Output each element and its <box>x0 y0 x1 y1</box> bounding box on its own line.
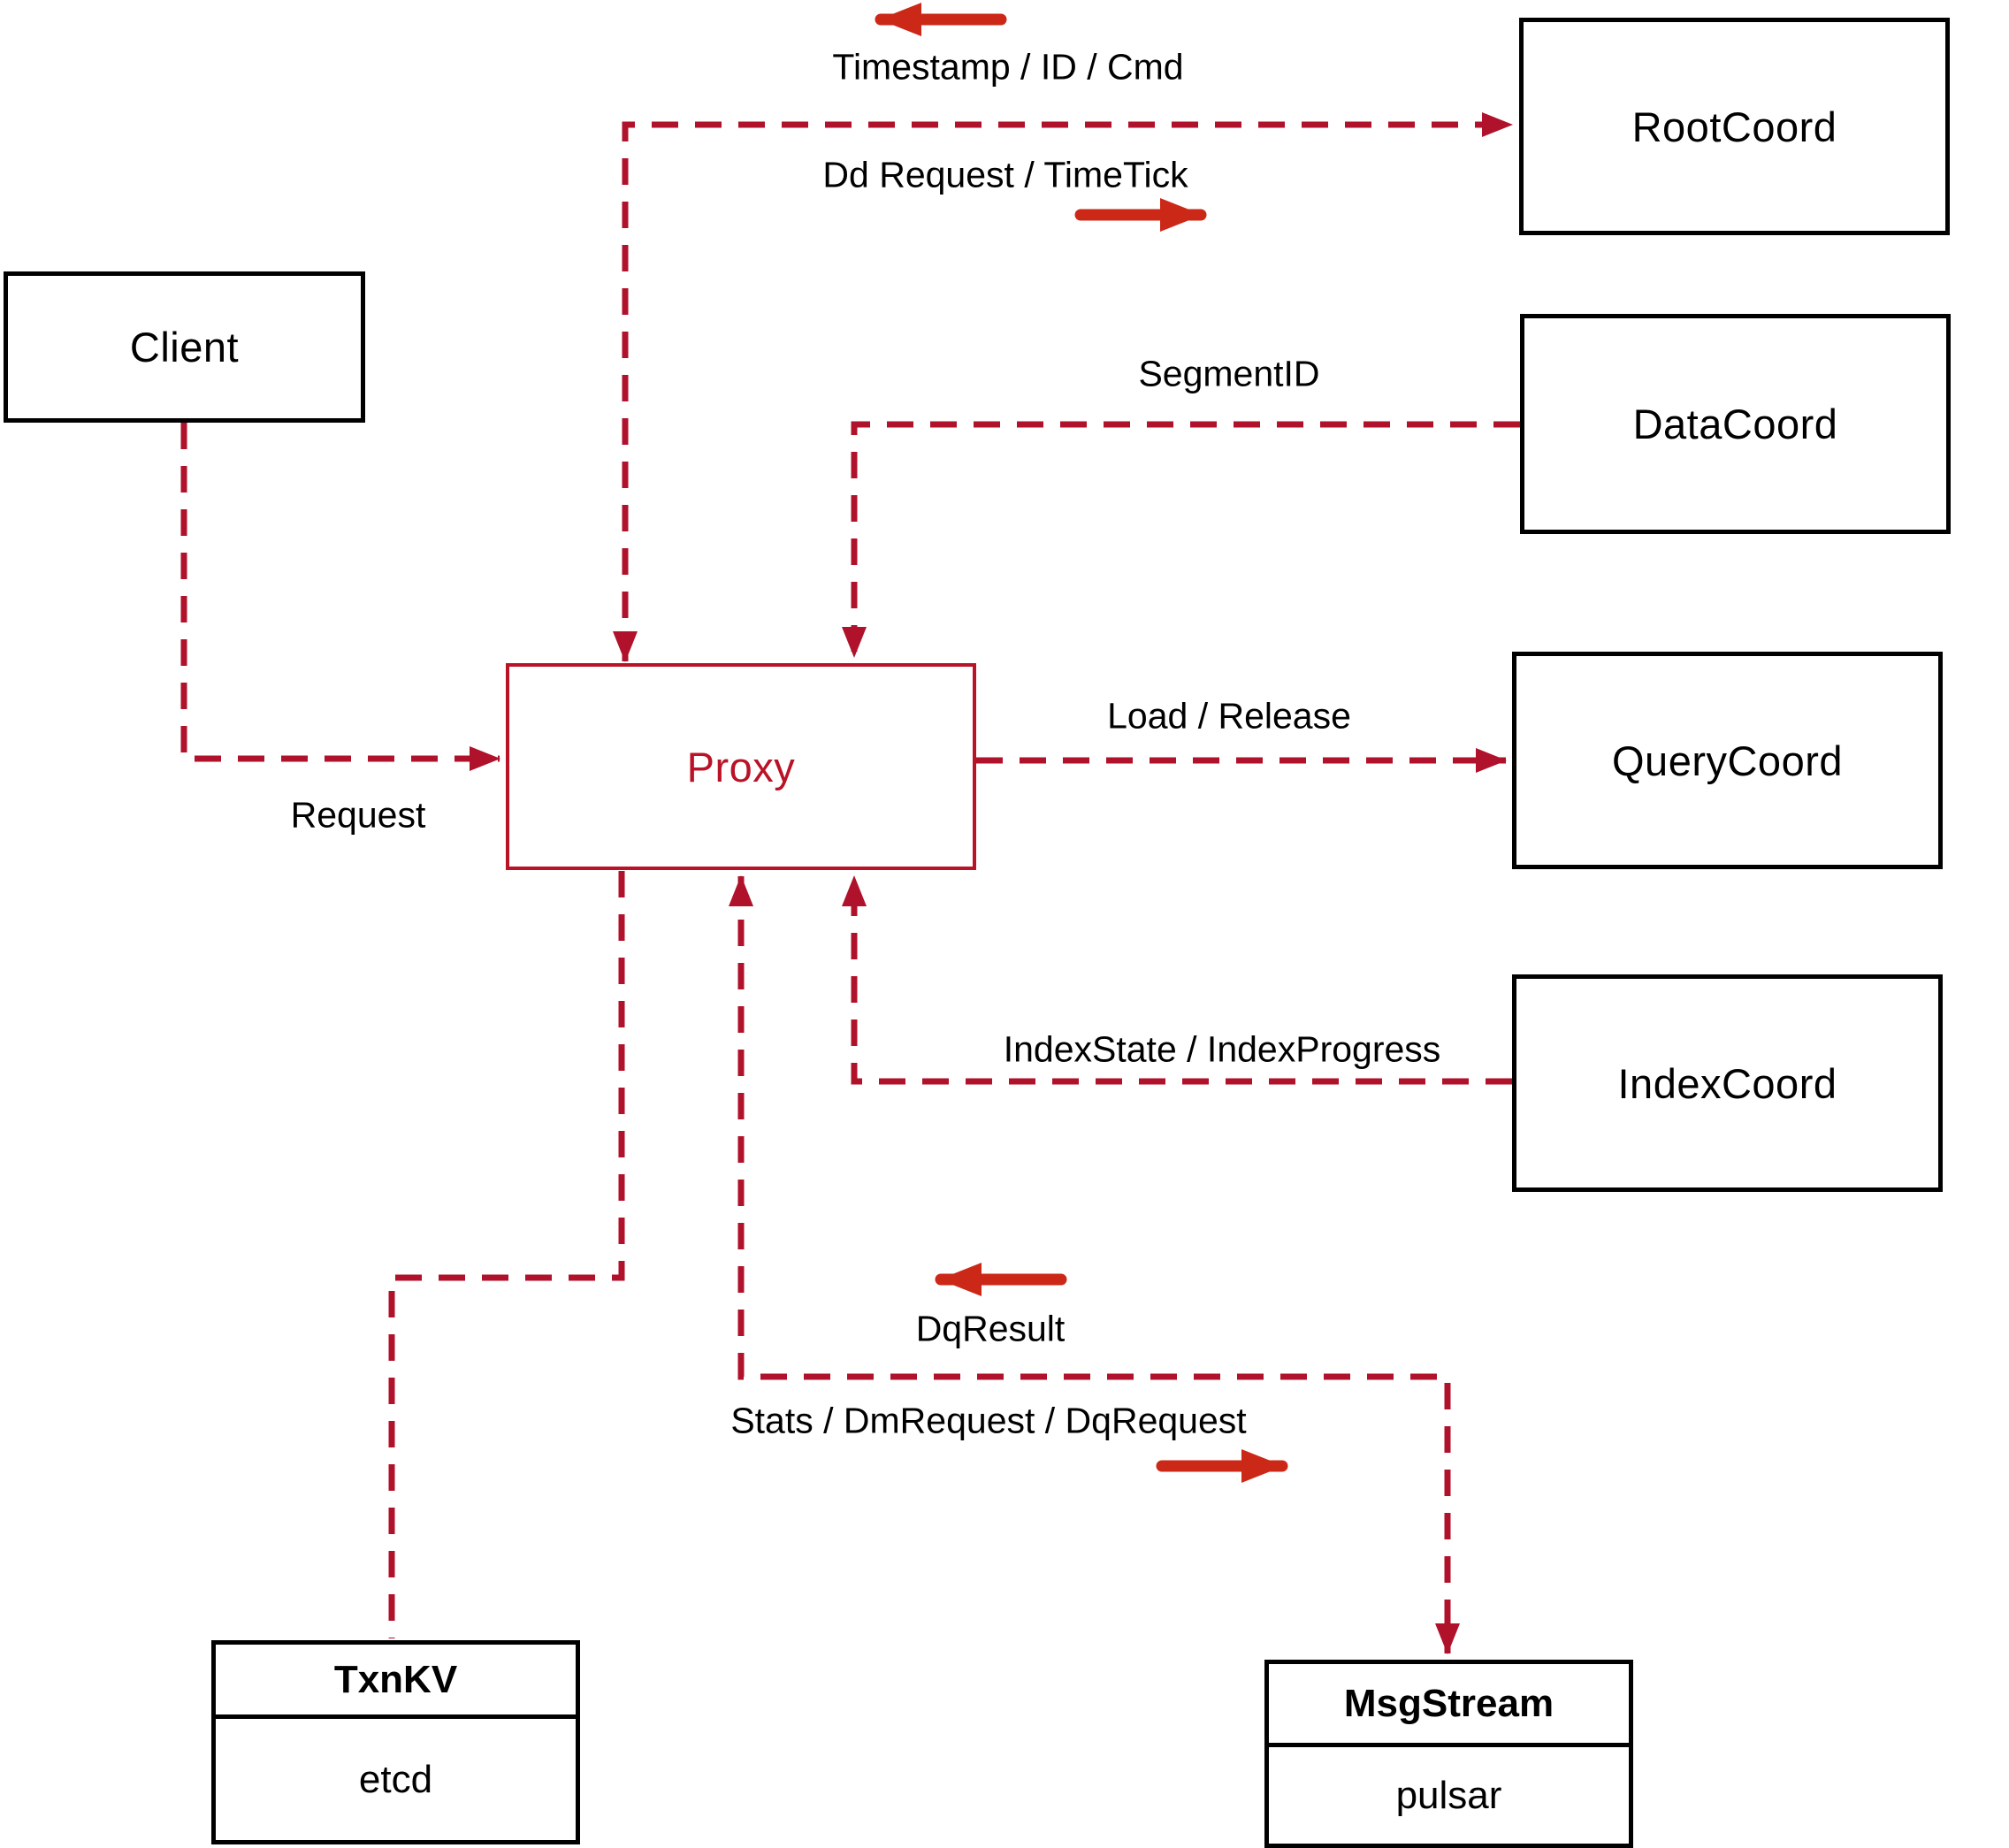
indexcoord-node: IndexCoord <box>1512 974 1943 1192</box>
querycoord-node: QueryCoord <box>1512 652 1943 869</box>
msgstream-node-value: pulsar <box>1395 1773 1502 1817</box>
indexcoord-node-label: IndexCoord <box>1617 1059 1837 1107</box>
edge-label-request: Request <box>290 794 426 836</box>
edge-label-timestamp-id-cmd: Timestamp / ID / Cmd <box>832 46 1184 88</box>
client-node-label: Client <box>129 324 240 370</box>
proxy-rootcoord-connector <box>613 112 1513 662</box>
rootcoord-node-label: RootCoord <box>1631 103 1837 150</box>
edge-label-load-release: Load / Release <box>1107 695 1351 737</box>
proxy-txnkv-connector <box>388 871 625 1638</box>
txnkv-node-title: TxnKV <box>216 1645 576 1719</box>
edge-label-segment-id: SegmentID <box>1138 353 1320 394</box>
txnkv-node: TxnKV etcd <box>211 1640 580 1844</box>
client-node: Client <box>4 271 365 423</box>
client-proxy-connector <box>180 423 500 771</box>
txnkv-node-value: etcd <box>358 1757 433 1801</box>
datacoord-proxy-connector <box>842 421 1520 658</box>
edge-label-dd-request-timetick: Dd Request / TimeTick <box>822 154 1188 195</box>
msgstream-node: MsgStream pulsar <box>1264 1660 1633 1848</box>
proxy-node-label: Proxy <box>686 743 796 790</box>
querycoord-node-label: QueryCoord <box>1612 737 1843 784</box>
datacoord-node: DataCoord <box>1520 314 1951 534</box>
rootcoord-node: RootCoord <box>1519 18 1950 235</box>
edge-label-dq-result: DqResult <box>915 1308 1066 1349</box>
proxy-node: Proxy <box>506 663 976 870</box>
msgstream-node-title: MsgStream <box>1269 1664 1629 1747</box>
edge-label-index-state: IndexState / IndexProgress <box>1003 1028 1441 1070</box>
datacoord-node-label: DataCoord <box>1632 401 1838 447</box>
proxy-msgstream-connector <box>729 875 1460 1654</box>
edge-label-stats-dm-dq: Stats / DmRequest / DqRequest <box>730 1400 1247 1441</box>
